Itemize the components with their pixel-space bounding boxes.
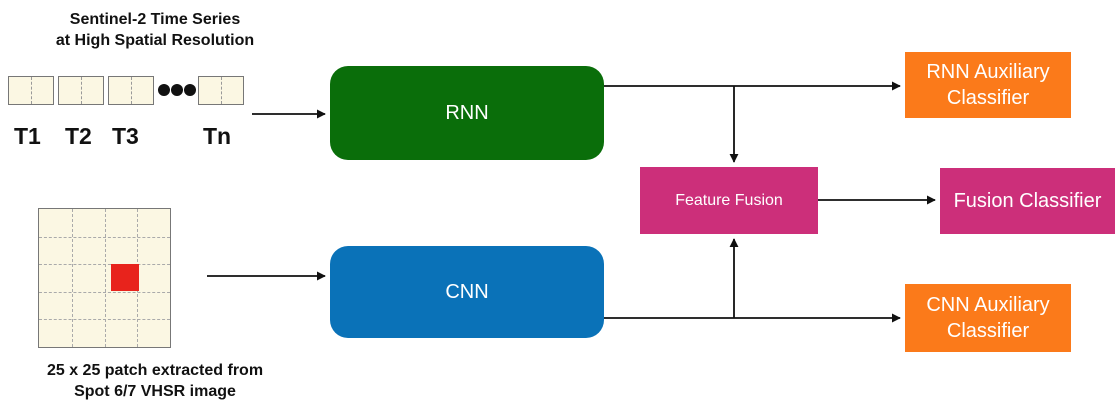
time-series-caption-line: at High Spatial Resolution: [55, 32, 255, 50]
time-step-tile-t2: [58, 76, 104, 105]
image-patch-grid: [38, 208, 171, 348]
patch-caption-line: 25 x 25 patch extracted from: [46, 362, 264, 379]
fusion-classifier-label: Fusion Classifier: [953, 189, 1102, 212]
time-step-tile-t1: [8, 76, 54, 105]
time-step-tile-tn: [198, 76, 244, 105]
rnn-auxiliary-classifier-box: RNN Auxiliary Classifier: [905, 52, 1071, 118]
ellipsis-dot: [184, 84, 196, 96]
patch-caption-line: Spot 6/7 VHSR image: [74, 383, 236, 401]
fusion-classifier-box: Fusion Classifier: [940, 168, 1115, 234]
feature-fusion-label: Feature Fusion: [675, 191, 783, 209]
rnn-box: RNN: [330, 66, 604, 160]
center-pixel: [111, 264, 139, 291]
feature-fusion-box: Feature Fusion: [640, 167, 818, 234]
rnn-classifier-label-line: RNN Auxiliary: [926, 61, 1050, 83]
time-step-tile-t3: [108, 76, 154, 105]
time-label-tn: Tn: [203, 123, 232, 149]
cnn-classifier-label-line: Classifier: [946, 320, 1030, 342]
time-series-caption: Sentinel-2 Time Series at High Spatial R…: [10, 9, 300, 51]
patch-caption: 25 x 25 patch extracted from Spot 6/7 VH…: [5, 360, 305, 402]
rnn-box-label: RNN: [445, 101, 489, 124]
cnn-box: CNN: [330, 246, 604, 338]
rnn-classifier-label-line: Classifier: [946, 87, 1030, 109]
ellipsis-dot: [158, 84, 170, 96]
cnn-box-label: CNN: [445, 280, 489, 303]
cnn-classifier-label-line: CNN Auxiliary: [926, 294, 1050, 316]
ellipsis-dot: [171, 84, 183, 96]
time-series-caption-line: Sentinel-2 Time Series: [69, 11, 241, 28]
cnn-auxiliary-classifier-box: CNN Auxiliary Classifier: [905, 284, 1071, 352]
time-label-t3: T3: [112, 123, 139, 149]
time-label-t2: T2: [65, 123, 92, 149]
time-label-t1: T1: [14, 123, 41, 149]
